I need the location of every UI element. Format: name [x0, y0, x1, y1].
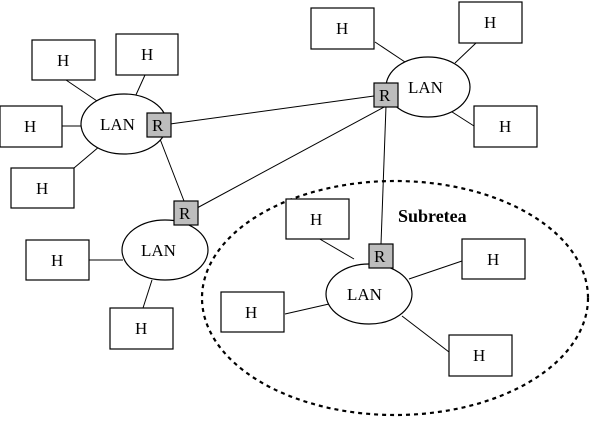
host-label: H: [473, 346, 485, 365]
link: [196, 105, 387, 209]
router-label: R: [179, 204, 191, 223]
host: H: [31, 39, 96, 81]
subnet-label: Subretea: [398, 206, 467, 226]
host-label: H: [336, 19, 348, 38]
host: H: [25, 239, 90, 281]
lan-label: LAN: [100, 115, 135, 134]
link: [454, 42, 477, 64]
router-bottom-right: R: [368, 243, 394, 269]
router-top-left: R: [146, 112, 172, 138]
host-label: H: [51, 251, 63, 270]
host-label: H: [141, 45, 153, 64]
host-label: H: [245, 303, 257, 322]
host: H: [458, 1, 523, 44]
link: [134, 74, 146, 98]
link: [380, 105, 387, 245]
host: H: [109, 307, 174, 350]
lan-label: LAN: [141, 241, 176, 260]
link: [159, 138, 185, 202]
link: [142, 279, 153, 309]
lan-label: LAN: [408, 78, 443, 97]
host: H: [285, 198, 350, 240]
link: [284, 303, 330, 315]
lan-label: LAN: [347, 285, 382, 304]
host: H: [220, 291, 285, 333]
host-label: H: [499, 117, 511, 136]
host-label: H: [24, 117, 36, 136]
link: [401, 315, 450, 353]
host-label: H: [36, 179, 48, 198]
router-label: R: [152, 116, 164, 135]
host: H: [0, 105, 63, 148]
router-links: [159, 95, 387, 245]
host-label: H: [484, 13, 496, 32]
host-label: H: [487, 250, 499, 269]
subnet-boundary: [200, 179, 590, 417]
link: [448, 109, 475, 127]
router-label: R: [379, 86, 391, 105]
link: [317, 237, 355, 260]
host: H: [473, 105, 538, 148]
router-top-right: R: [373, 82, 399, 108]
host: H: [461, 238, 526, 280]
lan-middle-left: [121, 219, 209, 281]
hosts: H H H H H H H H: [0, 1, 538, 377]
router-label: R: [374, 247, 386, 266]
host: H: [448, 334, 513, 377]
link: [169, 95, 375, 125]
host-label: H: [135, 319, 147, 338]
host-label: H: [310, 210, 322, 229]
link: [408, 260, 463, 280]
host-label: H: [57, 51, 69, 70]
host-links: [62, 41, 477, 353]
router-middle-left: R: [173, 200, 199, 226]
host: H: [115, 33, 179, 76]
link: [73, 145, 101, 169]
host: H: [10, 167, 75, 209]
link: [65, 79, 101, 104]
host: H: [310, 7, 375, 50]
link: [374, 41, 406, 63]
